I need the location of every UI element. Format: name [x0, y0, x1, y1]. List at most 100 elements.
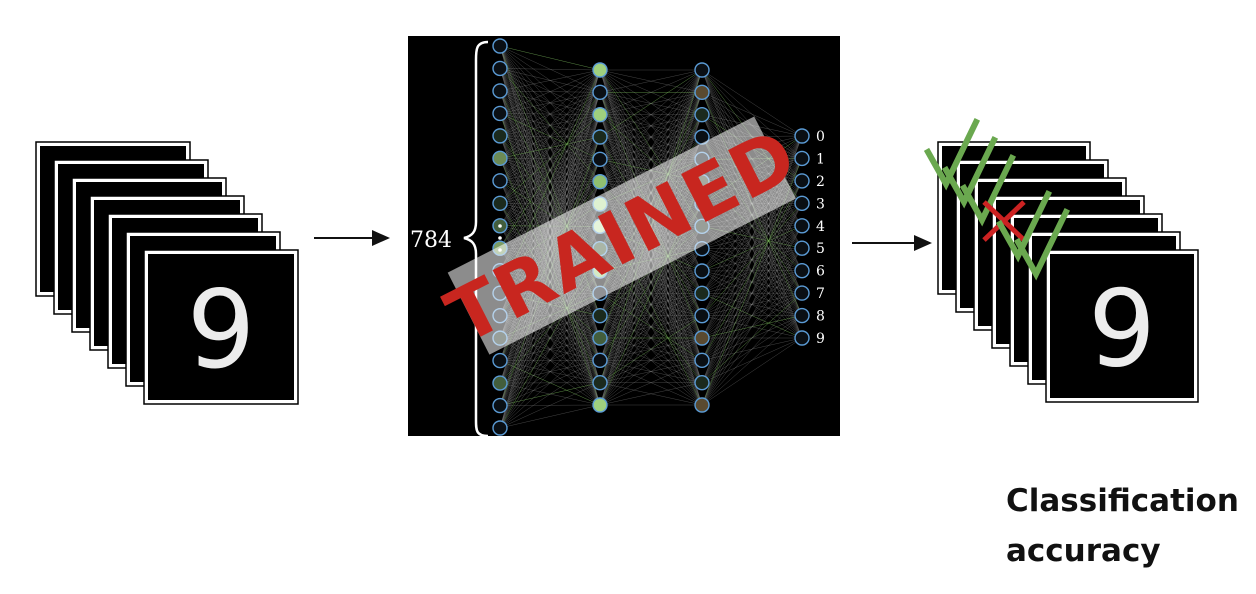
connection	[499, 92, 601, 114]
connection	[701, 248, 803, 361]
connection	[599, 92, 703, 182]
connection	[599, 248, 703, 361]
neuron	[794, 173, 810, 189]
output-label: 2	[816, 174, 825, 190]
neuron	[794, 195, 810, 212]
neuron	[794, 128, 810, 144]
connection	[499, 69, 601, 159]
output-image-front-card: 9	[1045, 249, 1199, 403]
connection	[701, 203, 803, 294]
connection	[499, 159, 601, 226]
connection	[499, 315, 601, 406]
connection	[701, 337, 803, 361]
connection	[499, 337, 601, 361]
caption-line-2: accuracy	[1006, 533, 1161, 569]
connection	[499, 92, 601, 137]
connection	[701, 225, 803, 249]
connection	[701, 180, 803, 361]
connection	[701, 315, 803, 383]
output-label: 4	[816, 219, 825, 235]
connection	[499, 337, 601, 361]
connection	[599, 337, 703, 383]
neuron	[694, 62, 710, 78]
neuron	[794, 330, 810, 346]
cross-mark-icon	[982, 200, 1026, 242]
connection	[499, 382, 601, 429]
connection	[499, 114, 601, 159]
connection	[701, 203, 803, 272]
connection	[599, 270, 703, 361]
connection	[499, 68, 601, 182]
neuron	[492, 397, 508, 414]
neuron	[592, 106, 608, 123]
neuron	[492, 420, 508, 436]
connection	[499, 68, 601, 227]
connection	[701, 248, 803, 406]
connection	[599, 315, 703, 383]
connection	[599, 69, 703, 115]
connection	[599, 293, 703, 406]
neuron	[794, 262, 810, 279]
connection	[599, 270, 703, 406]
connection	[499, 114, 601, 204]
connection	[499, 92, 601, 204]
connection	[701, 248, 803, 383]
connection	[599, 270, 703, 339]
connection	[701, 292, 803, 383]
connection	[499, 69, 601, 204]
connection	[499, 135, 601, 138]
neuron	[492, 375, 508, 391]
input-size-label: 784	[410, 228, 452, 253]
connection	[599, 69, 703, 93]
connection	[499, 136, 601, 249]
connection	[499, 69, 601, 226]
connection	[499, 68, 601, 93]
connection	[701, 69, 803, 137]
ellipsis-dot	[498, 236, 502, 240]
connection	[599, 92, 703, 160]
connection	[599, 382, 703, 406]
connection	[701, 92, 803, 137]
connection	[701, 270, 803, 406]
connection	[701, 69, 803, 159]
connection	[499, 45, 601, 93]
connection	[499, 113, 601, 115]
connection	[599, 69, 703, 93]
connection	[499, 92, 601, 226]
neuron	[492, 60, 508, 77]
neuron	[592, 84, 608, 101]
connection	[499, 315, 601, 384]
connection	[499, 181, 601, 226]
output-label: 1	[816, 151, 825, 167]
connection	[499, 45, 601, 71]
neuron	[794, 150, 810, 167]
connection	[701, 225, 803, 272]
result-marks	[923, 117, 1071, 281]
neuron	[794, 307, 810, 324]
neuron	[492, 38, 508, 54]
stamp-band	[447, 116, 796, 355]
connection	[701, 270, 803, 361]
connection	[701, 337, 803, 406]
output-label: 8	[816, 309, 825, 325]
connection	[701, 270, 803, 339]
classified-image-stack: 9	[937, 141, 1199, 403]
connection	[599, 315, 703, 361]
connection	[499, 68, 601, 138]
connection	[701, 270, 803, 316]
neuron	[694, 84, 710, 101]
connection	[599, 114, 703, 138]
neuron	[694, 330, 710, 346]
connection	[499, 69, 601, 114]
connection	[499, 69, 601, 181]
connection	[599, 293, 703, 361]
neuron	[694, 263, 710, 279]
connection	[499, 337, 601, 406]
connection	[499, 404, 601, 406]
connection	[599, 360, 703, 383]
connection	[701, 203, 803, 383]
check-mark-icon	[941, 135, 999, 209]
connection	[599, 136, 703, 160]
